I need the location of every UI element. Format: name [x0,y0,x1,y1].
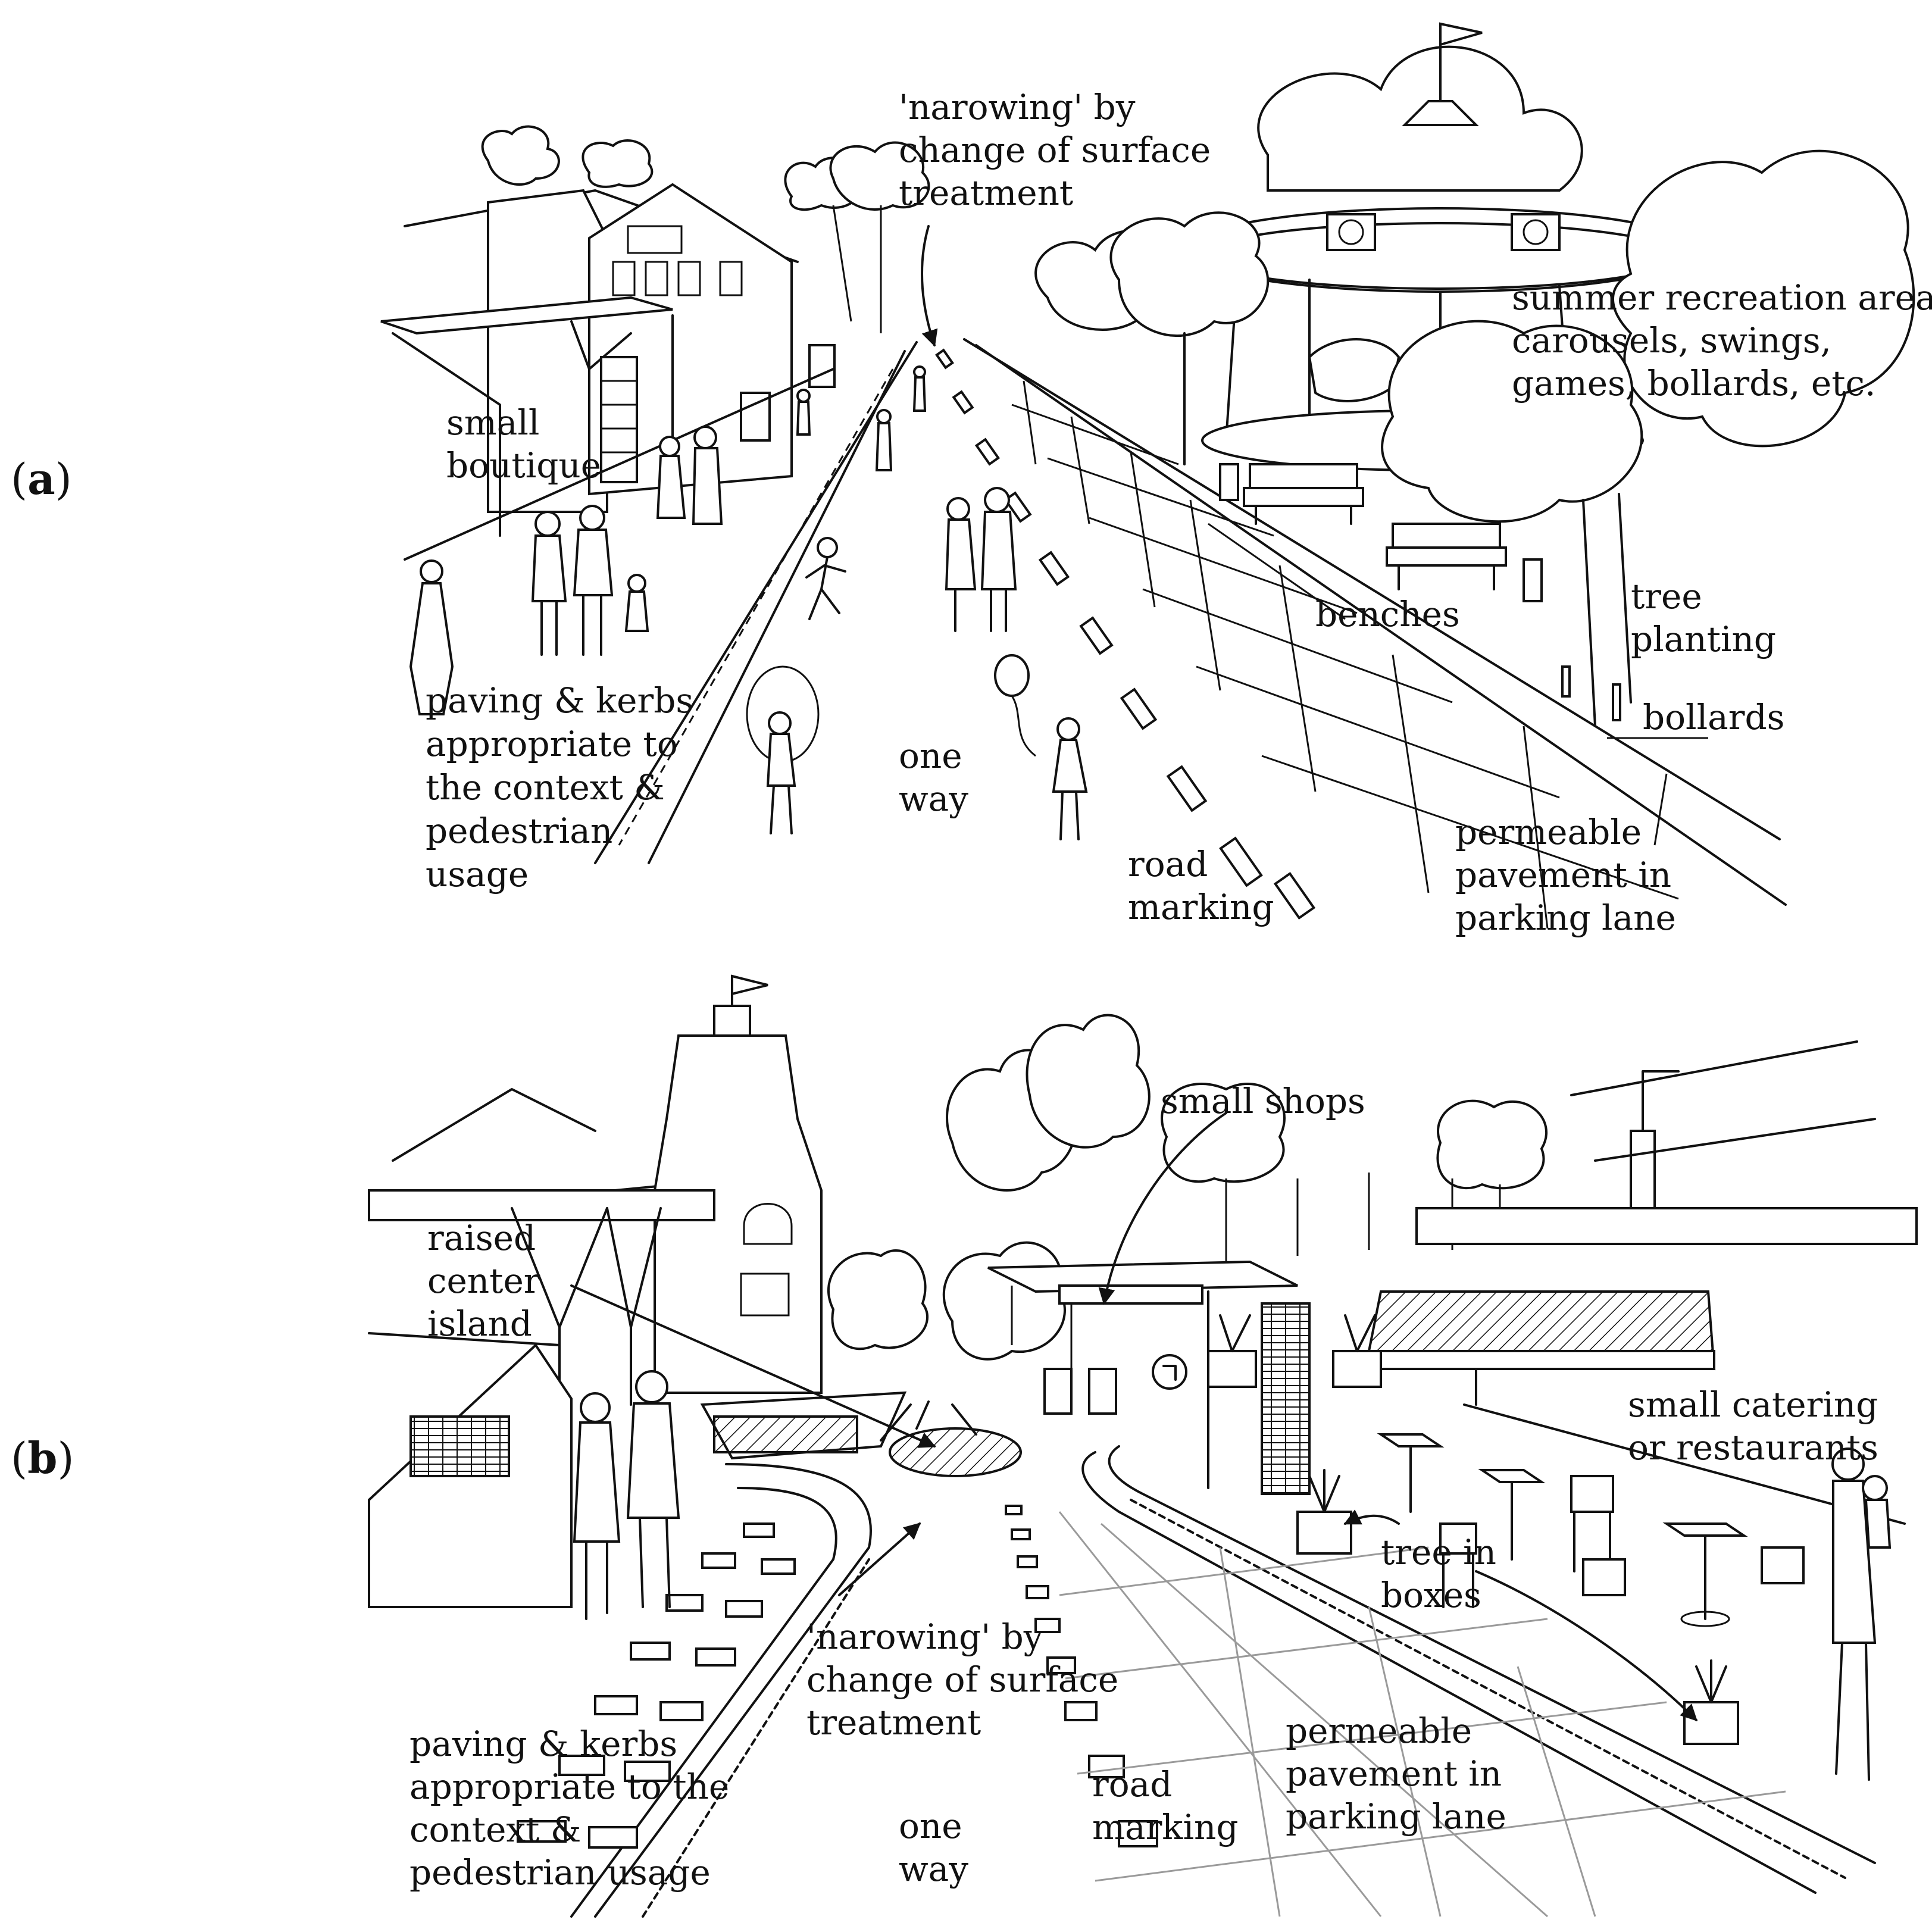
centerline-dashes-a [935,348,1316,920]
panel-a-tag: (a) [11,454,72,504]
shops-b [987,1040,1918,1525]
grid-parking-b [1058,1511,1786,1918]
label-boutique: small boutique [446,402,601,486]
label-bollards: bollards [1643,697,1784,737]
label-road-marking-b: road marking [1092,1764,1238,1847]
left-buildings-b [368,974,907,1608]
label-paving-a: paving & kerbs appropriate to the contex… [426,680,705,895]
panel-b-tag: (b) [11,1433,74,1483]
parking-stalls-a [1011,380,1679,929]
leaders-b [570,1112,1697,1721]
road-b [517,1400,1876,1918]
paving-stones-b [517,1522,796,1849]
label-road-marking-a: road marking [1128,844,1274,927]
running-child [805,537,846,620]
leaders-a [921,225,1708,739]
couple-b [573,1370,680,1620]
label-benches: benches [1315,594,1460,634]
left-trees [481,125,930,333]
label-summer-recreation: summer recreation area: carousels, swing… [1512,277,1932,404]
balloon-child [994,654,1088,840]
label-one-way-b: one way [899,1806,973,1889]
label-permeable-b: permeable pavement in parking lane [1286,1711,1513,1837]
right-trees-a [1034,149,1915,727]
person-woman-left [409,559,454,715]
people-b [573,1370,1892,1781]
label-narrowing-b: 'narowing' by change of surface treatmen… [806,1617,1130,1743]
label-catering: small catering or restaurants [1628,1384,1889,1468]
family-group [531,505,649,656]
label-one-way-a: one way [899,736,973,819]
couple-a-left [656,426,723,525]
label-tree-planting: tree planting [1631,576,1776,659]
benches-a [1219,463,1621,721]
label-narrowing-a: 'narowing' by change of surface treatmen… [899,87,1222,213]
label-raised-island: raised center island [427,1218,551,1344]
road-a [594,338,1787,929]
panel-a: (a) [11,22,1932,938]
centerline-dashes-b [1005,1505,1158,1847]
panel-b: (b) [11,974,1918,1918]
far-pedestrians [796,365,927,471]
label-paving-b: paving & kerbs appropriate to the contex… [409,1724,740,1893]
label-small-shops: small shops [1161,1081,1365,1121]
people-a [409,365,1088,840]
carousel [1183,22,1697,471]
left-buildings [380,183,836,561]
label-permeable-a: permeable pavement in parking lane [1455,812,1683,938]
planters-b [1207,1302,1739,1745]
woman-with-child [1831,1447,1892,1781]
jump-rope-child [746,665,820,834]
cafe-furniture [1377,1433,1805,1627]
couple-a-center [945,487,1017,632]
label-tree-boxes: tree in boxes [1381,1532,1507,1615]
